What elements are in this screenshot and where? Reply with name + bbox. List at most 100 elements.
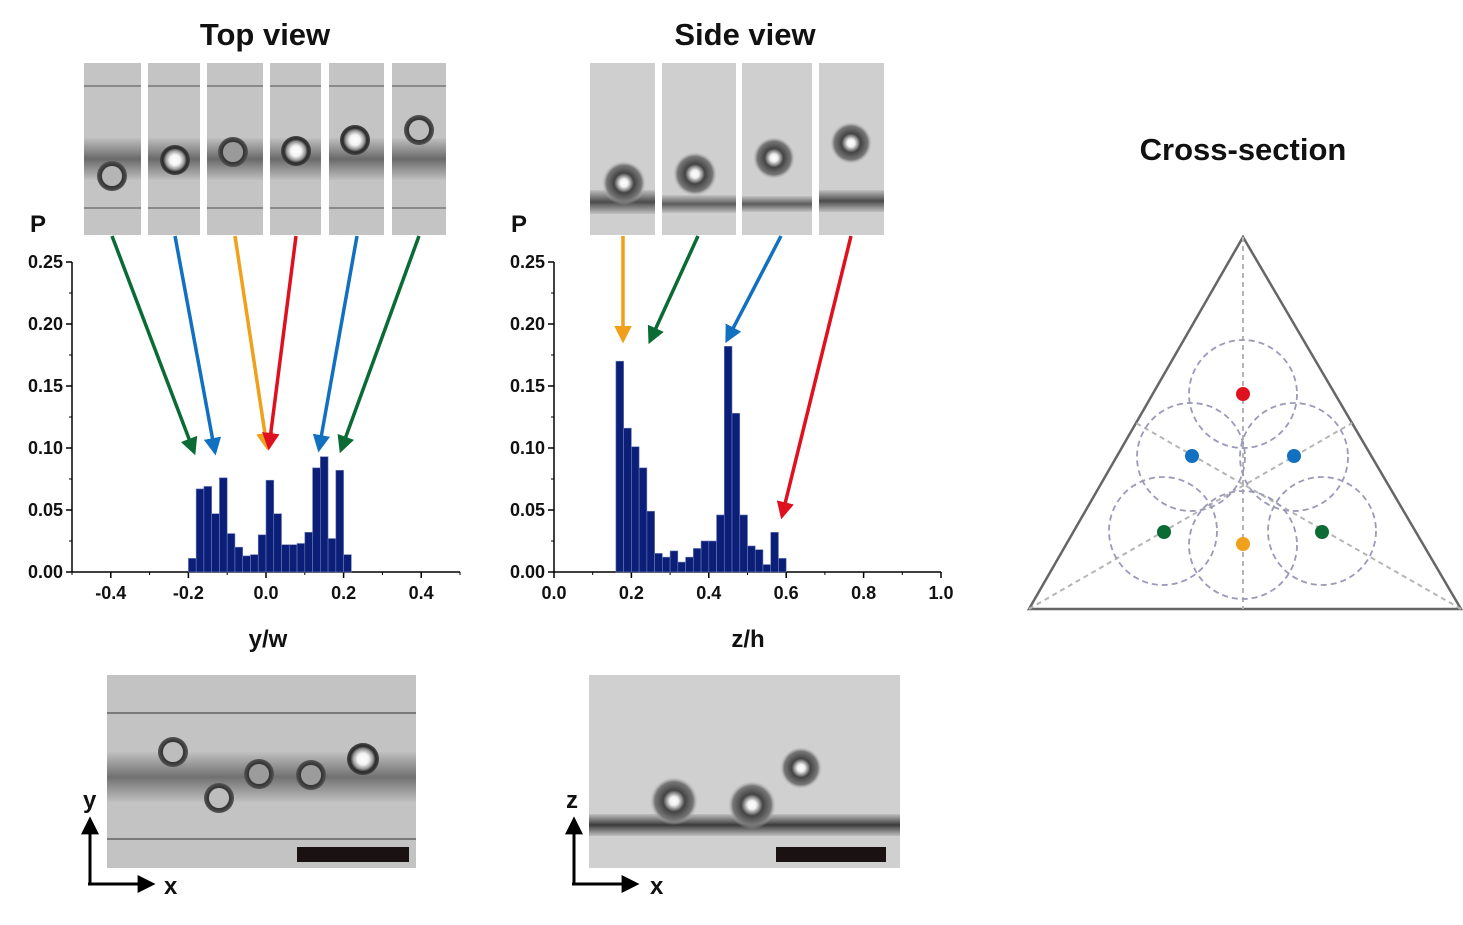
top-strip-4 <box>270 63 321 235</box>
histogram-bar <box>335 470 344 573</box>
y-tick-label: 0.05 <box>510 500 545 520</box>
x-tick-label: 0.4 <box>409 583 434 603</box>
histogram-bar <box>281 544 290 573</box>
y-tick-label: 0.10 <box>28 438 63 458</box>
top-strip-5 <box>329 63 384 235</box>
hist2-ylabel: P <box>511 211 527 238</box>
x-tick-label: 0.0 <box>541 583 566 603</box>
histogram-bar <box>242 555 251 573</box>
histogram-bar <box>754 549 764 573</box>
hist2-bars <box>615 346 787 573</box>
hist1-bars <box>188 456 352 573</box>
y-tick-label: 0.15 <box>28 376 63 396</box>
hist1-ylabel: P <box>30 211 46 238</box>
histogram-bar <box>778 558 787 573</box>
x-tick-label: -0.4 <box>95 583 126 603</box>
histogram-bar <box>631 446 640 573</box>
cross-section-circle <box>1136 402 1246 512</box>
axis-letter-z: z <box>566 787 578 814</box>
histogram-bar <box>654 553 663 573</box>
arrow-blue-side <box>725 235 783 344</box>
histogram-bar <box>226 533 236 573</box>
y-tick-label: 0.20 <box>510 314 545 334</box>
side-view-arrows <box>614 235 853 520</box>
cross-section-circle <box>1188 339 1298 449</box>
cross-section-circle <box>1239 402 1349 512</box>
side-strip-1 <box>590 63 655 235</box>
dot-orange <box>1236 537 1250 551</box>
axis-letter-x: x <box>650 873 664 900</box>
arrow-red-side <box>776 235 853 520</box>
histogram-bar <box>250 554 259 573</box>
arrow-blue-left <box>173 235 222 456</box>
histogram-bar <box>265 479 275 573</box>
histogram-bar <box>211 513 220 573</box>
axis-letter-y: y <box>83 787 97 814</box>
y-tick-label: 0.15 <box>510 376 545 396</box>
arrow-blue-right <box>312 235 359 453</box>
histogram-bar <box>203 486 212 573</box>
histogram-bar <box>716 514 725 573</box>
cross-section-circle <box>1267 476 1377 586</box>
side-view-micrograph <box>589 675 900 868</box>
top-view-micrograph <box>107 675 416 868</box>
histogram-bar <box>731 412 741 573</box>
side-strip-2 <box>662 63 736 235</box>
y-tick-label: 0.00 <box>28 562 63 582</box>
hist2-xlabel: z/h <box>731 626 764 653</box>
histogram-bar <box>708 540 717 573</box>
x-tick-label: 0.6 <box>774 583 799 603</box>
arrow-green-side <box>647 235 700 345</box>
axis-letter-x: x <box>164 873 178 900</box>
cross-section-circle <box>1108 476 1218 586</box>
cross-section-triangle <box>1026 234 1463 611</box>
histogram-bar <box>273 513 282 573</box>
arrow-green-right <box>337 235 421 454</box>
cross-section-circle <box>1188 490 1298 600</box>
histogram-bar <box>638 467 648 573</box>
histogram-bar <box>700 540 710 573</box>
histogram-bar <box>615 360 624 573</box>
dot-blue-right <box>1287 449 1301 463</box>
histogram-bar <box>723 346 733 573</box>
histogram-bar <box>343 554 352 573</box>
top-view-title: Top view <box>200 17 331 52</box>
arrow-green-left <box>110 235 198 456</box>
histogram-bar <box>693 548 702 573</box>
x-tick-label: 0.2 <box>619 583 644 603</box>
histogram-bar <box>288 544 298 573</box>
arrow-red-top <box>262 235 298 451</box>
histogram-bar <box>219 477 228 573</box>
top-strip-6 <box>392 63 446 235</box>
histogram-bar <box>747 545 756 573</box>
histogram-bar <box>320 456 329 573</box>
histogram-bar <box>257 534 267 573</box>
top-strip-1 <box>84 63 141 235</box>
top-strip-3 <box>207 63 263 235</box>
histogram-bar <box>770 532 779 573</box>
top-strip-2 <box>148 63 200 235</box>
x-tick-label: 0.2 <box>331 583 356 603</box>
histogram-bar <box>677 561 686 573</box>
top-view-axis-indicator: y x <box>81 787 178 900</box>
x-tick-label: 0.0 <box>253 583 278 603</box>
cross-section-title: Cross-section <box>1140 132 1347 167</box>
histogram-bar <box>234 546 244 573</box>
histogram-bar <box>669 550 679 573</box>
x-tick-label: 0.8 <box>851 583 876 603</box>
x-tick-label: 0.4 <box>696 583 721 603</box>
x-tick-label: 1.0 <box>928 583 953 603</box>
histogram-bar <box>327 538 337 573</box>
histogram-bar <box>623 427 632 573</box>
side-strip-3 <box>742 63 812 235</box>
histogram-bar <box>646 510 655 573</box>
top-view-arrows <box>110 235 421 456</box>
histogram-bar <box>304 532 313 573</box>
histogram-bar <box>296 543 306 573</box>
y-tick-label: 0.10 <box>510 438 545 458</box>
y-tick-label: 0.05 <box>28 500 63 520</box>
histogram-bar <box>762 564 772 573</box>
